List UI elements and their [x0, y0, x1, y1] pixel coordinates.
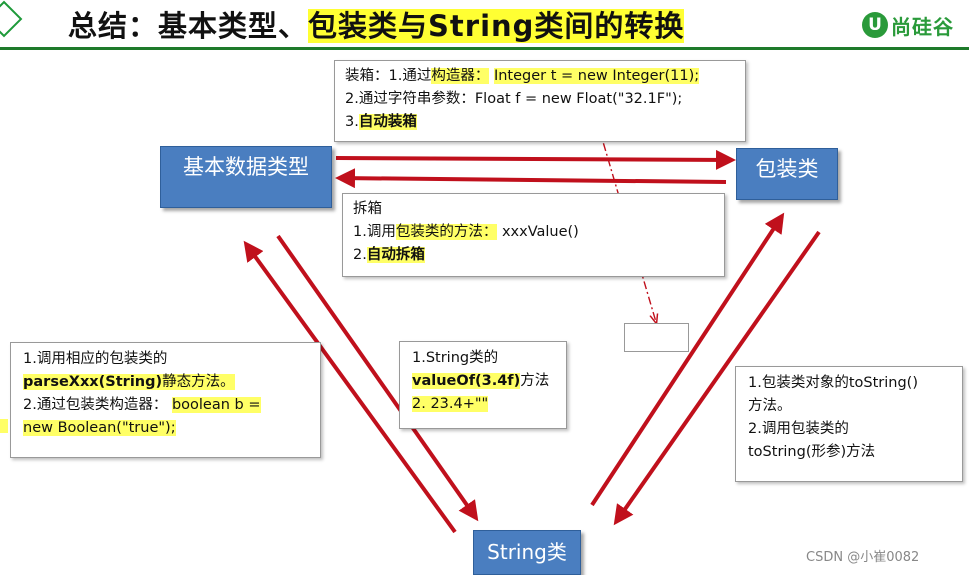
unboxing-line-2: 1.调用包装类的方法： xxxValue()	[353, 221, 714, 244]
unboxing-line-1: 拆箱	[353, 201, 382, 217]
note-string-to-basic: 1.调用相应的包装类的 parseXxx(String)静态方法。 2.通过包装…	[10, 342, 321, 458]
boxing-line-1: 装箱：1.通过构造器： Integer t = new Integer(11);	[345, 65, 735, 88]
page-title-highlight: 包装类与String类间的转换	[308, 9, 685, 43]
note-basic-to-string: 1.String类的 valueOf(3.4f)方法 2. 23.4+""	[399, 341, 567, 429]
arrow-basic-to-string	[276, 234, 479, 522]
parse-l3-prefix: 2.通过包装类构造器：	[23, 397, 168, 413]
note-unboxing: 拆箱 1.调用包装类的方法： xxxValue() 2.自动拆箱	[342, 193, 725, 277]
node-basic-data-type: 基本数据类型	[160, 146, 332, 208]
boxing-l3-highlight: 自动装箱	[358, 114, 417, 130]
valueof-line-1: 1.String类的	[412, 350, 499, 366]
parse-line-1: 1.调用相应的包装类的	[23, 351, 168, 367]
unboxing-l2-code: xxxValue()	[501, 224, 579, 240]
valueof-l2-rest: 方法	[520, 373, 550, 389]
brand-logo: U 尚硅谷	[862, 10, 954, 40]
tostring-line-3: 2.调用包装类的	[748, 421, 849, 437]
unboxing-l2-prefix: 1.调用	[353, 224, 396, 240]
unboxing-line-3: 2.自动拆箱	[353, 244, 714, 267]
parse-line-4: new Boolean("true");	[23, 417, 308, 440]
boxing-l1-code: Integer t = new Integer(11);	[493, 68, 700, 84]
parse-line-3: 2.通过包装类构造器： boolean b =	[23, 394, 308, 417]
unboxing-l3-highlight: 自动拆箱	[366, 247, 425, 263]
boxing-line-3: 3.自动装箱	[345, 111, 735, 134]
empty-placeholder-box	[624, 323, 689, 352]
arrow-wrapper-to-basic	[335, 168, 727, 189]
tostring-line-1: 1.包装类对象的toString()	[748, 375, 918, 391]
page-title-plain: 总结：基本类型、	[68, 9, 309, 43]
page-title: 总结：基本类型、包装类与String类间的转换	[68, 8, 685, 44]
node-wrapper-class: 包装类	[736, 148, 838, 200]
logo-icon: U	[862, 12, 888, 38]
node-string-class: String类	[473, 530, 581, 575]
parse-l2-method: parseXxx(String)	[23, 374, 163, 390]
title-divider	[0, 47, 969, 50]
note-boxing: 装箱：1.通过构造器： Integer t = new Integer(11);…	[334, 60, 746, 142]
watermark: CSDN @小崔0082	[806, 550, 920, 565]
parse-line-2: parseXxx(String)静态方法。	[23, 371, 308, 394]
valueof-l2-method: valueOf(3.4f)	[412, 373, 521, 389]
boxing-l3-prefix: 3.	[345, 114, 359, 130]
highlight-mark	[0, 419, 8, 433]
tostring-line-2: 方法。	[748, 398, 792, 414]
arrow-string-to-basic	[243, 240, 457, 534]
note-wrapper-to-string: 1.包装类对象的toString() 方法。 2.调用包装类的 toString…	[735, 366, 963, 482]
boxing-l1-prefix: 装箱：1.通过	[345, 68, 432, 84]
parse-l4-code: new Boolean("true");	[23, 420, 176, 436]
arrow-wrapper-to-string	[613, 230, 821, 526]
valueof-line-3: 2. 23.4+""	[412, 393, 554, 416]
boxing-l1-highlight: 构造器：	[431, 68, 490, 84]
arrow-basic-to-wrapper	[335, 149, 736, 170]
logo-text: 尚硅谷	[891, 14, 954, 39]
boxing-line-2: 2.通过字符串参数：Float f = new Float("32.1F");	[345, 91, 683, 107]
parse-l2-rest: 静态方法。	[162, 374, 235, 390]
valueof-line-2: valueOf(3.4f)方法	[412, 370, 554, 393]
arrow-string-to-wrapper	[590, 212, 785, 507]
unboxing-l3-prefix: 2.	[353, 247, 367, 263]
tostring-line-4: toString(形参)方法	[748, 444, 876, 460]
parse-l3-highlight: boolean b =	[171, 397, 261, 413]
valueof-l3-code: 2. 23.4+""	[412, 396, 489, 412]
unboxing-l2-highlight: 包装类的方法：	[395, 224, 498, 240]
